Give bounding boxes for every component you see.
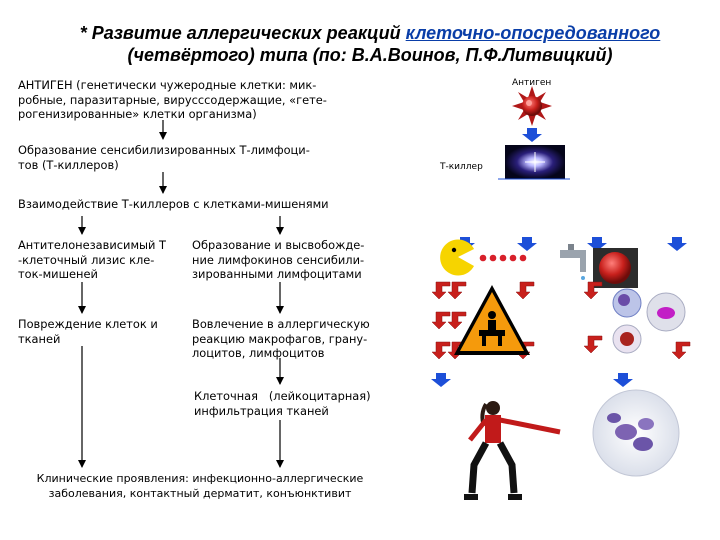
red-arrow-icon: [432, 342, 450, 359]
red-arrow-icon: [448, 282, 466, 299]
red-arrow-icon: [448, 312, 466, 329]
arrow-down-icon: [517, 237, 537, 251]
dancer-figure-icon: [464, 401, 560, 500]
faucet-icon: [560, 244, 586, 280]
red-arrow-icon: [432, 312, 450, 329]
antigen-virus-icon: [512, 86, 552, 126]
red-arrow-icon: [584, 336, 602, 353]
arrow-down-icon: [667, 237, 687, 251]
cell-blue-icon: [613, 289, 641, 317]
cell-cluster-icon: [593, 390, 679, 476]
red-arrow-icon: [432, 282, 450, 299]
red-button-icon: [599, 252, 631, 284]
arrow-down-icon: [522, 128, 542, 142]
cell-red-icon: [613, 325, 641, 353]
arrow-down-icon: [613, 373, 633, 387]
arrow-down-icon: [431, 373, 451, 387]
dots-icon: [480, 255, 527, 262]
red-arrow-icon: [672, 342, 690, 359]
warning-sign-icon: [454, 285, 530, 355]
cell-magenta-icon: [647, 293, 685, 331]
red-arrow-icon: [584, 282, 602, 299]
red-arrow-icon: [516, 282, 534, 299]
pacman-icon: [440, 240, 474, 276]
